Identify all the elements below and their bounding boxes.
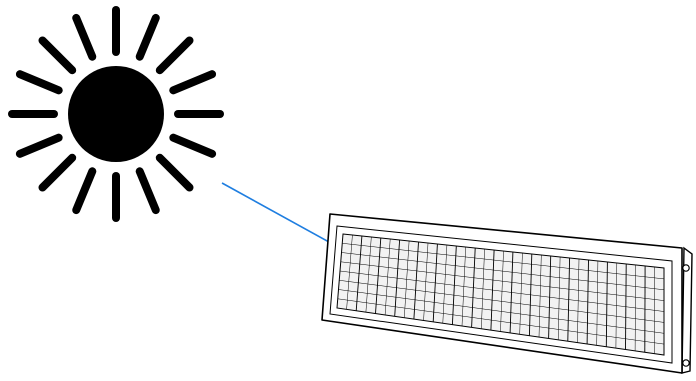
sun-ray	[15, 70, 63, 95]
sun-ray	[38, 36, 77, 75]
sun-ray	[135, 13, 160, 61]
screw	[682, 359, 690, 367]
sun-ray	[38, 153, 77, 192]
sun-ray	[72, 13, 97, 61]
screw	[682, 264, 690, 272]
sun-rays	[8, 6, 224, 222]
sun-disc	[68, 66, 164, 162]
sun-ray	[15, 133, 63, 158]
sun-ray	[155, 36, 194, 75]
panel-glass	[336, 233, 665, 356]
solar-panel-icon	[321, 213, 693, 374]
sun-ray	[155, 153, 194, 192]
sun-ray	[135, 167, 160, 215]
sun-ray	[72, 167, 97, 215]
sun-ray	[169, 133, 217, 158]
panel-cell-grid	[337, 234, 665, 354]
sun-icon	[8, 6, 224, 222]
sun-ray	[169, 70, 217, 95]
